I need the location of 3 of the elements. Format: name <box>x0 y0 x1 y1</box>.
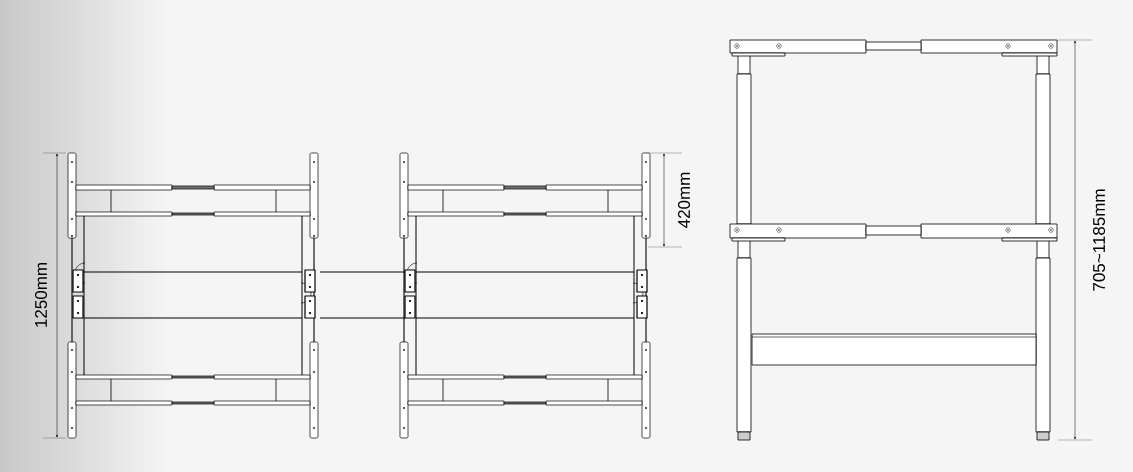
dimension-label: 1250mm <box>35 263 48 327</box>
dimension-label: 705~1185mm <box>1093 189 1106 291</box>
dimension-label: 420mm <box>678 172 691 228</box>
